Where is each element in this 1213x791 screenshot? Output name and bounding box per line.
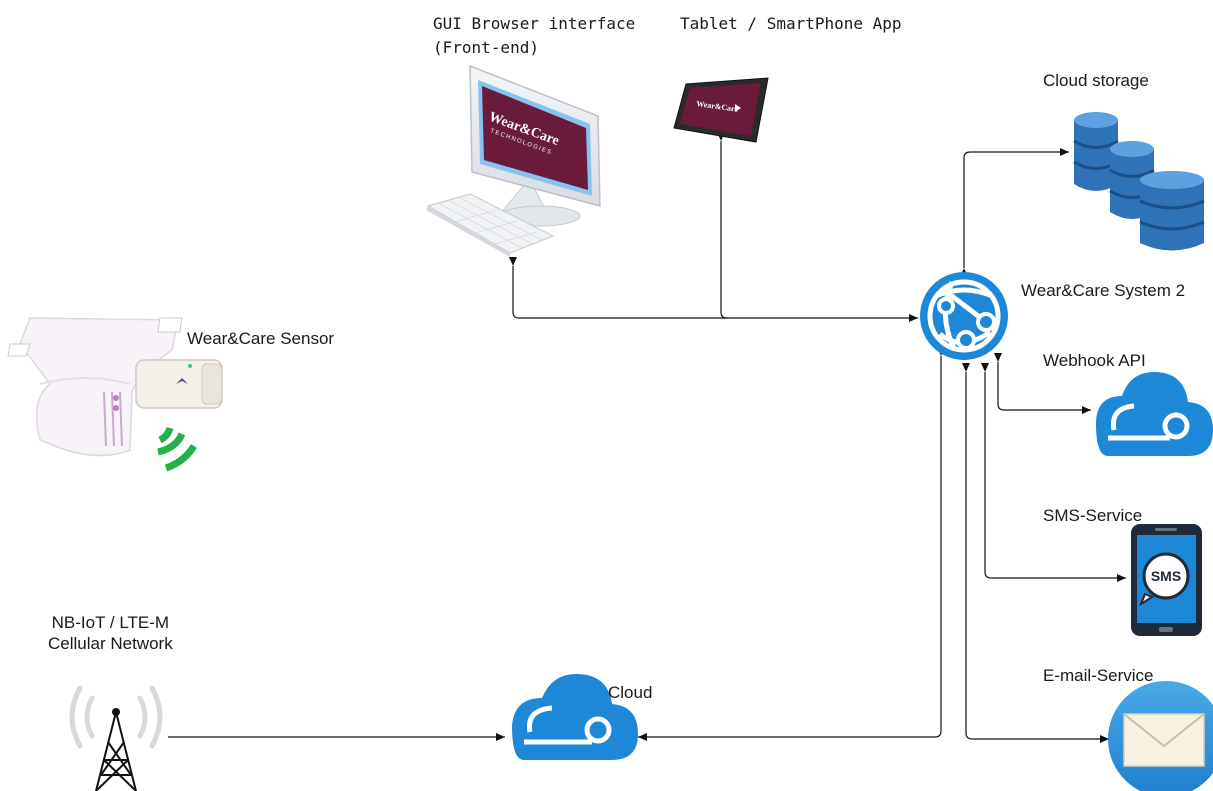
cloud-icon	[512, 674, 638, 760]
cell-tower-icon	[69, 685, 163, 791]
connector-monitor-hub	[509, 257, 918, 322]
system-globe-icon	[920, 272, 1008, 360]
connector-hub-cloud	[638, 347, 945, 741]
webhook-label: Webhook API	[1043, 351, 1146, 370]
desktop-computer-icon: Wear&Care TECHNOLOGIES	[426, 64, 601, 257]
cloud-label: Cloud	[608, 683, 653, 702]
database-cylinder	[1073, 112, 1119, 191]
sensor-device-icon	[7, 317, 223, 472]
connectors	[168, 132, 1126, 743]
email-icon	[1108, 681, 1213, 791]
connector-tablet-hub	[717, 132, 728, 319]
sms-icon-text: SMS	[1151, 568, 1181, 584]
system-label: Wear&Care System 2	[1021, 281, 1186, 300]
sms-phone-icon: SMS	[1131, 524, 1202, 636]
gui-browser-label: GUI Browser interface (Front-end)	[433, 14, 636, 57]
cloud-storage-label: Cloud storage	[1043, 71, 1149, 90]
database-cylinder	[1139, 171, 1205, 251]
connector-hub-storage	[960, 148, 1069, 277]
tablet-app-label: Tablet / SmartPhone App	[680, 14, 902, 33]
sensor-label: Wear&Care Sensor	[187, 329, 335, 348]
sms-service-label: SMS-Service	[1043, 506, 1143, 525]
email-service-label: E-mail-Service	[1043, 666, 1154, 685]
webhook-cloud-icon	[1096, 372, 1213, 456]
tablet-icon: Wear&Care	[673, 77, 769, 143]
cloud-storage-icon	[1073, 112, 1205, 251]
connector-hub-email	[962, 363, 1109, 743]
network-label: NB-IoT / LTE-M Cellular Network	[48, 613, 173, 653]
